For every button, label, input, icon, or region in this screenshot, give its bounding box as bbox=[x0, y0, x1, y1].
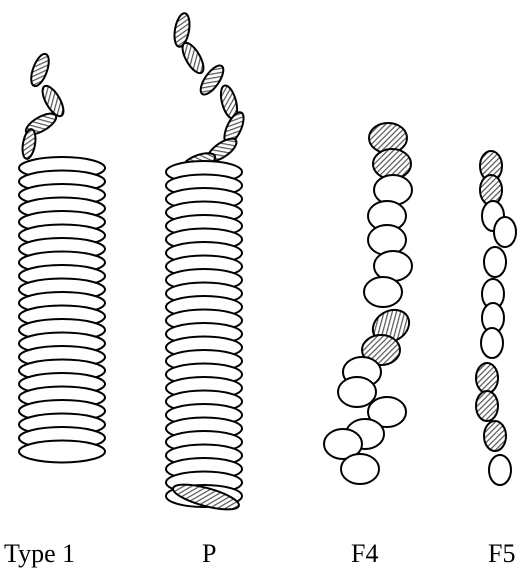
label-f5: F5 bbox=[488, 541, 515, 567]
type-1-structure bbox=[19, 52, 105, 463]
tail-subunit bbox=[178, 40, 207, 76]
globular-subunit bbox=[368, 225, 406, 255]
globular-subunit bbox=[338, 377, 376, 407]
globular-subunit bbox=[481, 328, 503, 358]
f5-structure bbox=[476, 151, 516, 485]
globular-subunit bbox=[364, 277, 402, 307]
globular-subunit bbox=[484, 247, 506, 277]
label-p: P bbox=[202, 541, 216, 567]
p-structure bbox=[166, 12, 248, 514]
tail-subunit bbox=[28, 52, 53, 89]
label-type-1: Type 1 bbox=[4, 541, 75, 567]
globular-subunit bbox=[341, 454, 379, 484]
f4-structure bbox=[324, 123, 415, 484]
globular-subunit bbox=[489, 455, 511, 485]
globular-subunit bbox=[374, 175, 412, 205]
globular-subunit bbox=[484, 421, 506, 451]
tail-subunit bbox=[20, 128, 37, 160]
globular-subunit bbox=[476, 363, 498, 393]
coil-disc bbox=[19, 441, 105, 463]
label-f4: F4 bbox=[351, 541, 378, 567]
globular-subunit bbox=[494, 217, 516, 247]
globular-subunit bbox=[476, 391, 498, 421]
